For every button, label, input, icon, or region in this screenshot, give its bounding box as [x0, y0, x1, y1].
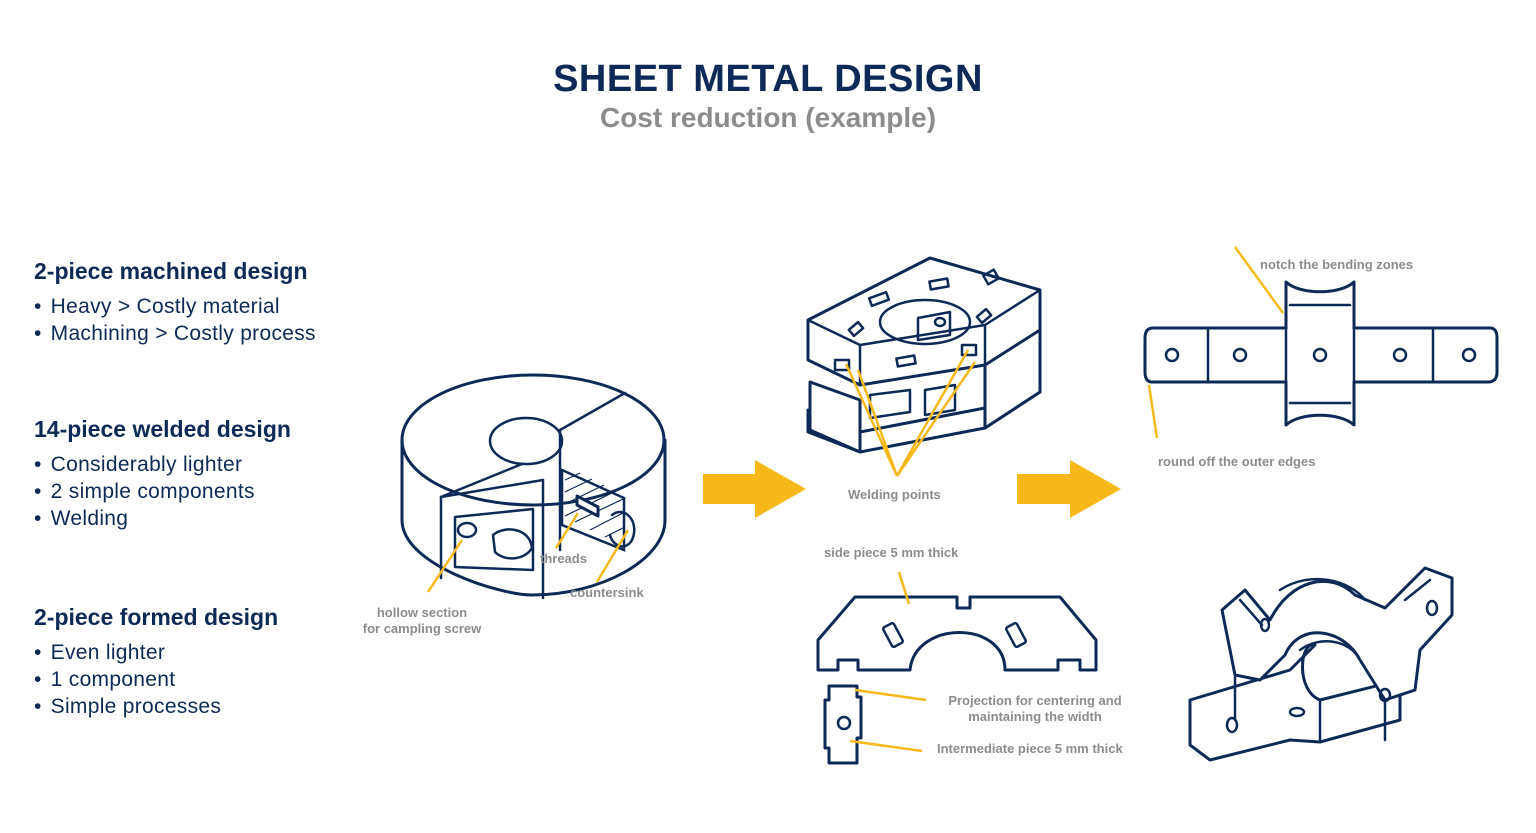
intermediate-piece-illustration — [823, 684, 927, 765]
bullet-item: Machining > Costly process — [34, 320, 316, 347]
welded-assembly-illustration — [806, 256, 1042, 477]
side-piece-label: side piece 5 mm thick — [824, 545, 959, 560]
formed-part-illustration — [1188, 566, 1454, 762]
section-heading: 14-piece welded design — [34, 416, 291, 442]
bullet-item: 2 simple components — [34, 478, 291, 505]
page-subtitle: Cost reduction (example) — [599, 102, 937, 133]
side-piece-illustration — [816, 571, 1098, 672]
projection-label: Projection for centering and maintaining… — [948, 693, 1122, 724]
page-title: SHEET METAL DESIGN — [553, 58, 983, 100]
welding-points-label: Welding points — [848, 487, 941, 502]
bullet-item: Welding — [34, 505, 291, 532]
flow-arrow-icon — [703, 460, 806, 518]
bullet-item: Simple processes — [34, 693, 278, 720]
section-heading: 2-piece machined design — [34, 258, 308, 284]
countersink-label: countersink — [570, 585, 644, 600]
machined-collar-illustration — [400, 373, 667, 600]
machined-design-section: 2-piece machined design Heavy > Costly m… — [34, 258, 316, 347]
bullet-list: Considerably lighter 2 simple components… — [34, 451, 291, 532]
bullet-item: Heavy > Costly material — [34, 293, 316, 320]
round-off-label: round off the outer edges — [1158, 454, 1316, 469]
flat-pattern-illustration — [1143, 246, 1499, 439]
bullet-item: 1 component — [34, 666, 278, 693]
welded-design-section: 14-piece welded design Considerably ligh… — [34, 416, 291, 532]
bullet-list: Even lighter 1 component Simple processe… — [34, 639, 278, 720]
intermediate-piece-label: Intermediate piece 5 mm thick — [937, 741, 1123, 756]
notch-label: notch the bending zones — [1260, 257, 1414, 272]
bullet-list: Heavy > Costly material Machining > Cost… — [34, 293, 316, 347]
bullet-item: Considerably lighter — [34, 451, 291, 478]
threads-label: threads — [540, 551, 587, 566]
section-heading: 2-piece formed design — [34, 604, 279, 630]
bullet-item: Even lighter — [34, 639, 278, 666]
hollow-section-label: hollow section for campling screw — [362, 605, 482, 636]
formed-design-section: 2-piece formed design Even lighter 1 com… — [34, 604, 278, 720]
flow-arrow-icon — [1017, 460, 1121, 518]
